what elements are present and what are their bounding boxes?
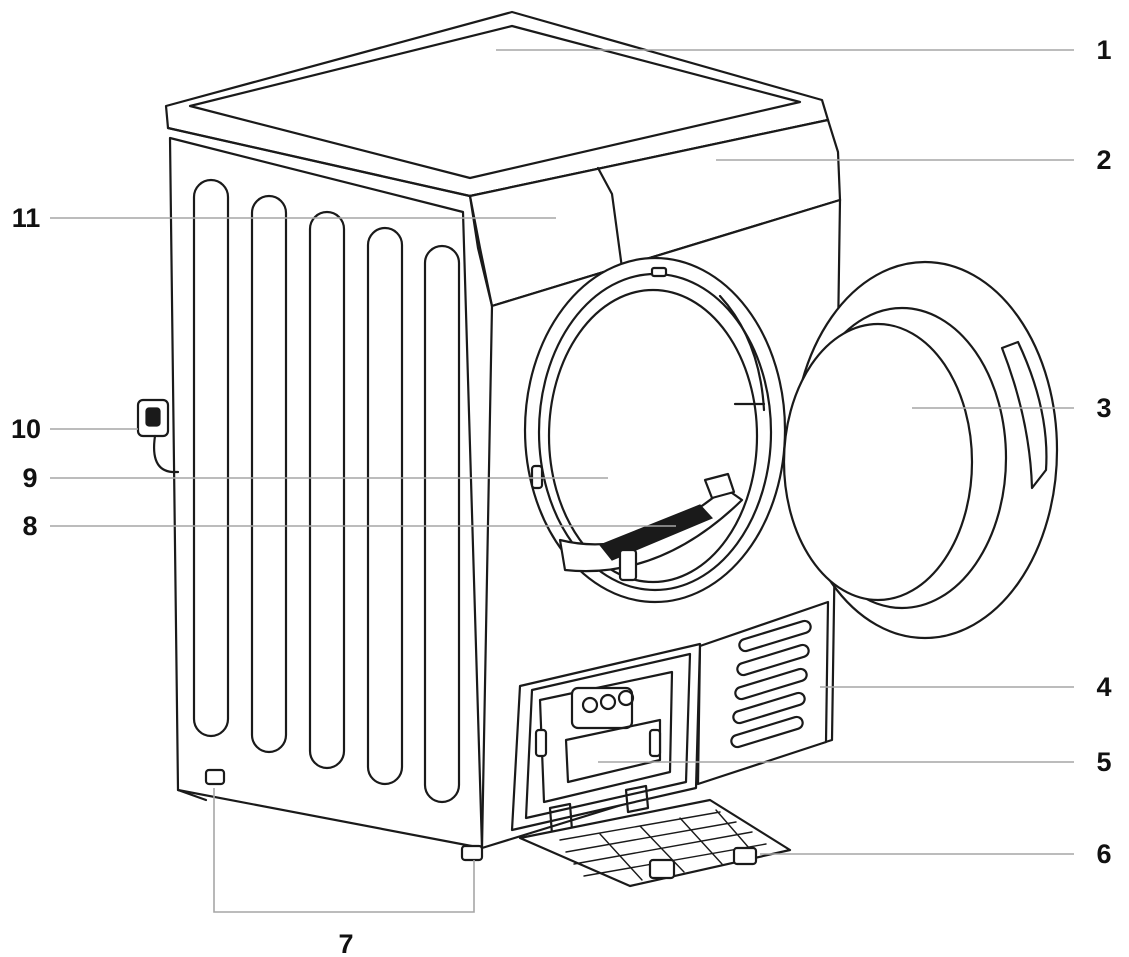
feet (176, 768, 484, 862)
callout-5: 5 (1096, 747, 1111, 777)
condenser-cover (518, 798, 792, 888)
lint-filter (558, 472, 744, 582)
callout-9: 9 (22, 463, 37, 493)
callout-11: 11 (12, 203, 41, 233)
callout-2: 2 (1096, 145, 1111, 175)
callout-3: 3 (1096, 393, 1111, 423)
open-door (782, 260, 1059, 640)
callout-4: 4 (1096, 672, 1111, 702)
callout-8: 8 (22, 511, 37, 541)
leader-lines (50, 49, 1074, 913)
callout-10: 10 (11, 414, 41, 444)
ventilation-grille (696, 600, 830, 786)
power-plug (136, 398, 180, 474)
callout-numbers: 1 2 3 4 5 6 7 8 9 10 11 (11, 35, 1112, 957)
callout-1: 1 (1096, 35, 1111, 65)
side-panel (168, 136, 484, 850)
condenser-compartment (510, 642, 702, 836)
callout-7: 7 (338, 929, 353, 957)
callout-6: 6 (1096, 839, 1111, 869)
